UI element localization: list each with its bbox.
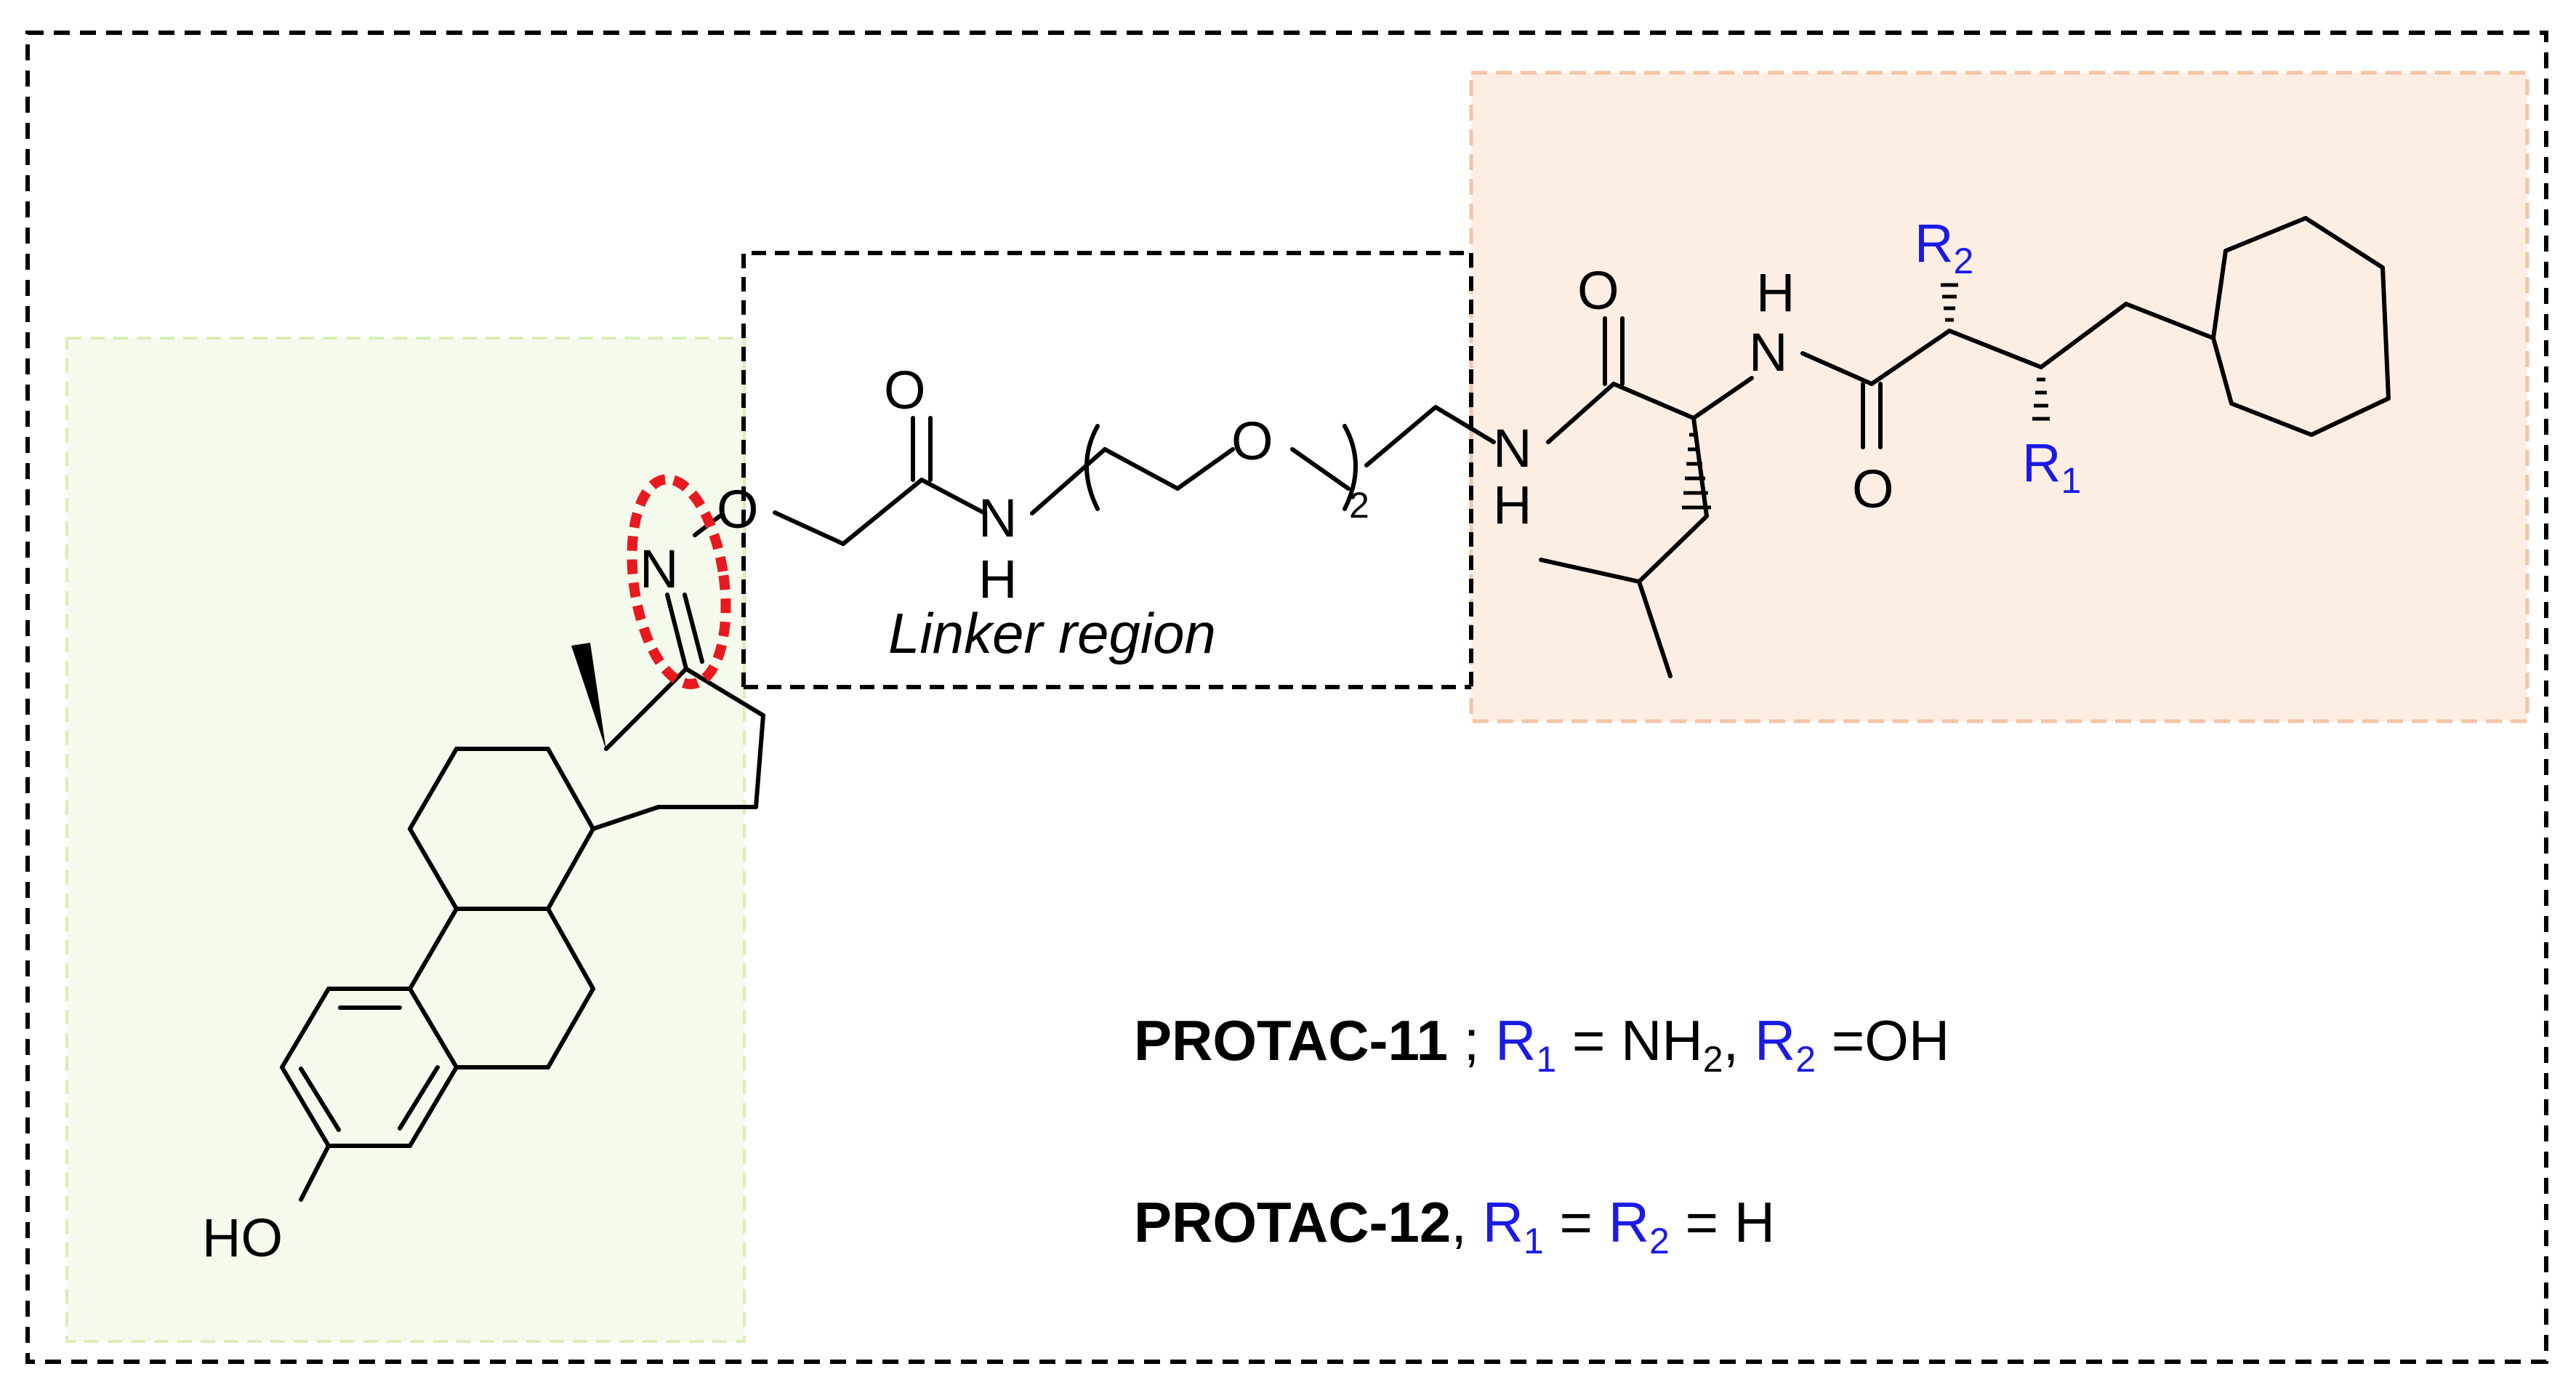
bond [408, 747, 459, 831]
bond [299, 1144, 331, 1202]
bond [408, 1065, 459, 1148]
bond [408, 987, 459, 1069]
atom-o-carbonyl-2: O [1577, 260, 1619, 321]
atom-h-amide-3: H [1756, 262, 1795, 323]
bond [754, 713, 765, 809]
phenyl-ring [2211, 216, 2391, 437]
caption-protac-12: PROTAC-12, R1 = R2 = H [1134, 1190, 1775, 1261]
bond [398, 1065, 440, 1131]
oxime-highlight [627, 474, 731, 689]
atom-o-peg: O [1231, 411, 1273, 471]
atom-n-amide-1: N [978, 488, 1017, 548]
linker-region-box [741, 251, 1471, 689]
bond [546, 827, 595, 911]
bond [546, 987, 595, 1069]
bond [299, 1067, 341, 1132]
repeat-count: 2 [1349, 485, 1369, 526]
bond [591, 805, 661, 831]
atom-o-oxime: O [717, 479, 759, 539]
atom-n-oxime: N [640, 539, 678, 599]
atom-o-carbonyl-1: O [884, 360, 926, 420]
bond [546, 907, 595, 991]
atom-ho: HO [202, 1208, 283, 1268]
bond [408, 827, 459, 911]
atom-n-amide-3: N [1749, 322, 1787, 382]
linker-region-label: Linker region [888, 601, 1216, 665]
degron-region-box [1469, 71, 2529, 723]
bond [280, 1065, 331, 1148]
methyl-wedge [571, 643, 606, 750]
outer-frame [25, 31, 2548, 1364]
bond [280, 987, 331, 1069]
atom-h-amide-2: H [1493, 475, 1531, 535]
caption-protac-11: PROTAC-11 ; R1 = NH2, R2 =OH [1134, 1008, 1949, 1080]
bond [408, 907, 459, 991]
steroid-skeleton [280, 667, 765, 1202]
stereo-wedges [1682, 283, 2050, 510]
bond [684, 667, 765, 718]
atom-o-carbonyl-3: O [1852, 459, 1894, 519]
ligand-region-box [65, 337, 746, 1343]
atom-h-amide-1: H [978, 549, 1017, 609]
bond [546, 747, 595, 831]
substituent-r2: R2 [1915, 213, 1973, 281]
atom-n-amide-2: N [1493, 418, 1531, 478]
substituent-r1: R1 [2022, 433, 2081, 501]
